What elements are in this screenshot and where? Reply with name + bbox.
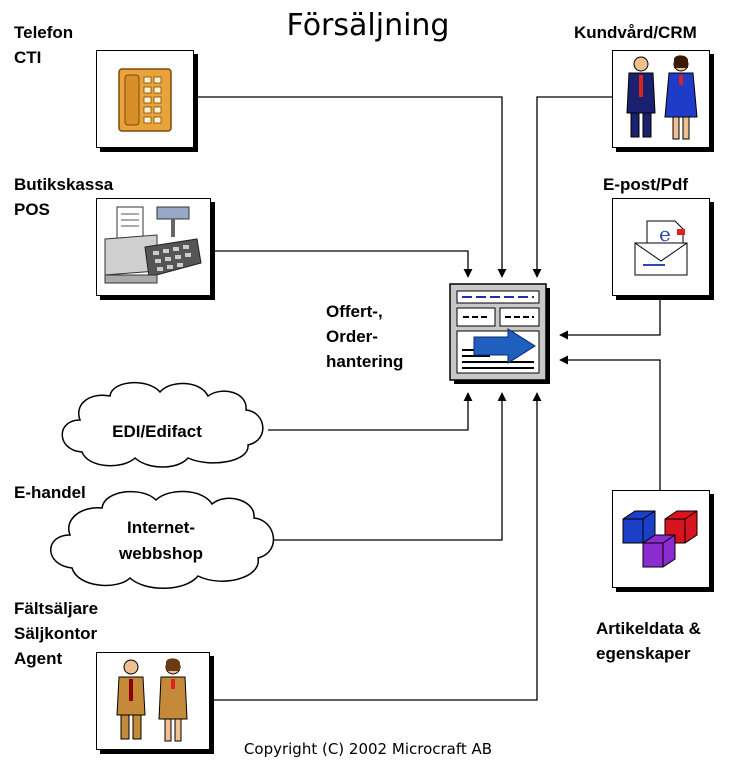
butik-label-line1: Butikskassa <box>14 175 114 194</box>
center-label-line3: hantering <box>326 352 404 371</box>
center-label: Offert-, Order- hantering <box>326 299 403 374</box>
falt-label: Fältsäljare Säljkontor Agent <box>14 596 98 671</box>
ehandel-label-line1: Internet- <box>127 518 195 537</box>
connector-lines <box>193 96 661 701</box>
artikel-label-line1: Artikeldata & <box>596 619 701 638</box>
epost-label: E-post/Pdf <box>603 175 688 194</box>
artikel-label: Artikeldata & egenskaper <box>596 616 701 666</box>
connector-falt <box>212 392 542 701</box>
connector-telefon <box>193 96 507 278</box>
artikel-node <box>612 490 710 588</box>
connector-edi <box>268 392 473 431</box>
copyright-text: Copyright (C) 2002 Microcraft AB <box>243 740 493 758</box>
falt-label-line2: Säljkontor <box>14 624 98 643</box>
ehandel-heading: E-handel <box>14 483 86 502</box>
cash-register-icon <box>104 206 202 284</box>
center-label-line1: Offert-, <box>326 302 383 321</box>
falt-label-line3: Agent <box>14 649 63 668</box>
kund-label: Kundvård/CRM <box>574 23 697 42</box>
telefon-label-line1: Telefon <box>14 23 74 42</box>
telefon-label: Telefon CTI <box>14 20 73 70</box>
connector-butik <box>210 250 473 278</box>
connector-artikel <box>559 355 661 490</box>
kund-node <box>612 50 710 148</box>
envelope-icon: e <box>634 220 688 276</box>
connector-epost <box>559 296 661 340</box>
edi-label: EDI/Edifact <box>112 422 202 441</box>
ehandel-label-line2: webbshop <box>118 544 204 563</box>
center-label-line2: Order- <box>326 327 378 346</box>
telefon-label-line2: CTI <box>14 48 42 67</box>
people-icon <box>626 55 698 140</box>
connector-kund <box>532 96 612 278</box>
people-icon <box>116 658 188 742</box>
telephone-icon <box>118 68 172 132</box>
diagram-title: Försäljning <box>286 8 450 43</box>
order-form-icon <box>449 283 550 384</box>
butik-label: Butikskassa POS <box>14 172 113 222</box>
falt-node <box>96 652 210 750</box>
butik-node <box>96 198 211 296</box>
butik-label-line2: POS <box>14 200 50 219</box>
artikel-label-line2: egenskaper <box>596 644 691 663</box>
edi-cloud-icon <box>61 381 264 468</box>
connector-ehandel <box>264 392 507 541</box>
telefon-node <box>96 50 194 148</box>
webshop-cloud-icon <box>50 490 275 589</box>
ehandel-cloud-label: Internet- webbshop <box>96 515 226 567</box>
svg-text:e: e <box>659 222 671 246</box>
falt-label-line1: Fältsäljare <box>14 599 99 618</box>
cubes-icon <box>622 510 698 568</box>
epost-node: e <box>612 198 710 296</box>
